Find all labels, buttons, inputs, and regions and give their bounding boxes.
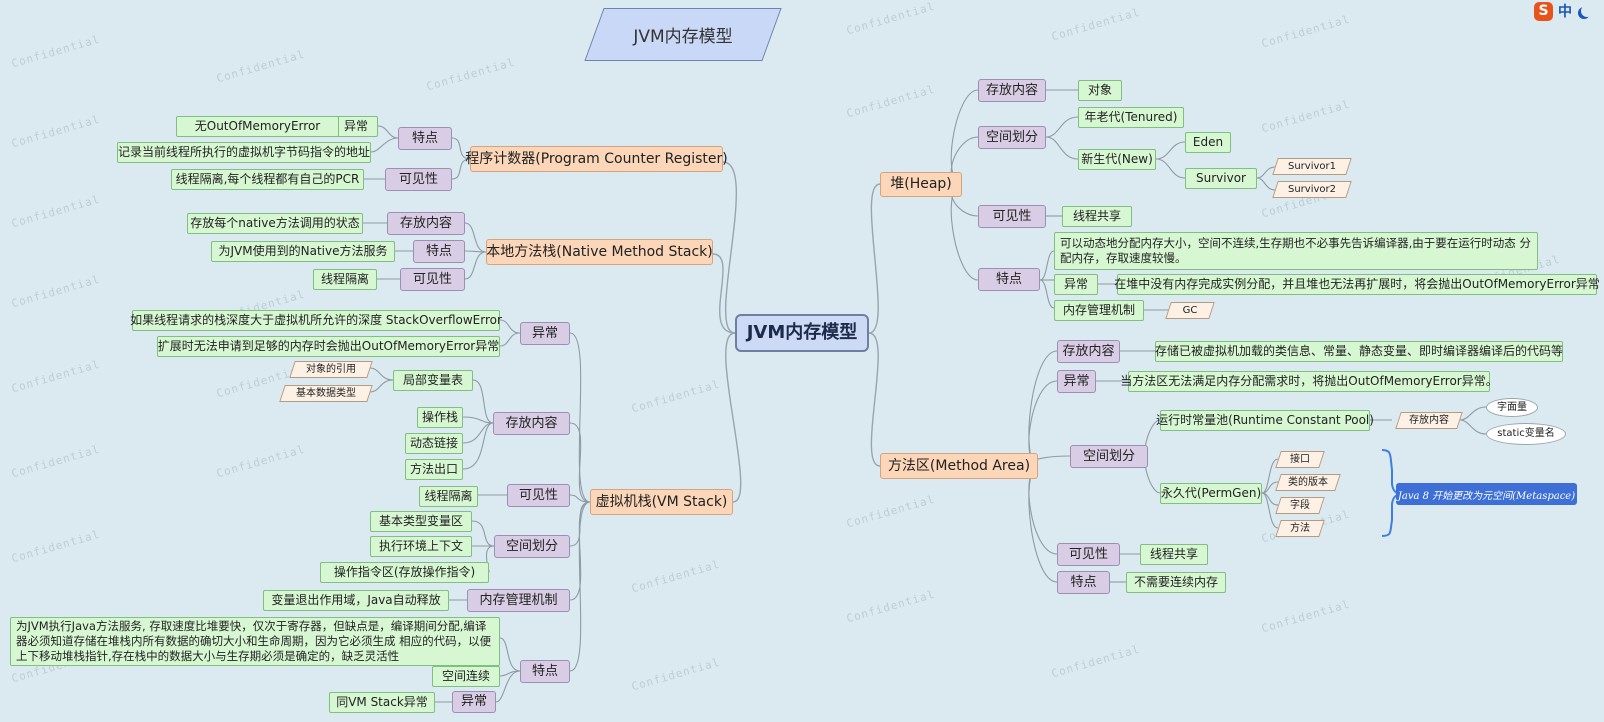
vm-mem-mgmt-leaf[interactable]: 变量退出作用域，Java自动释放	[263, 590, 449, 611]
heap-space-node[interactable]: 空间划分	[978, 126, 1046, 149]
vm-exc-so-leaf[interactable]: 如果线程请求的栈深度大于虚拟机所允许的深度 StackOverflowError	[130, 310, 502, 331]
heap-storage-node[interactable]: 存放内容	[978, 79, 1046, 102]
native-visibility-leaf[interactable]: 线程隔离	[313, 269, 377, 290]
heap-survivor1-leaf[interactable]: Survivor1	[1275, 158, 1349, 175]
heap-survivor2-leaf[interactable]: Survivor2	[1275, 181, 1349, 198]
heap-node[interactable]: 堆(Heap)	[880, 172, 962, 197]
ma-permgen-node[interactable]: 永久代(PermGen)	[1160, 483, 1262, 504]
vm-basic-types-text: 基本数据类型	[296, 387, 356, 399]
ma-interface-leaf[interactable]: 接口	[1278, 451, 1322, 468]
ma-method-leaf[interactable]: 方法	[1278, 520, 1322, 537]
pcr-visibility-node[interactable]: 可见性	[385, 168, 452, 191]
ma-storage-node[interactable]: 存放内容	[1057, 340, 1120, 363]
native-feature-leaf[interactable]: 为JVM使用到的Native方法服务	[211, 241, 395, 262]
vm-visibility-leaf[interactable]: 线程隔离	[419, 486, 478, 507]
ma-feature-node[interactable]: 特点	[1057, 571, 1110, 594]
heap-eden-leaf[interactable]: Eden	[1185, 132, 1231, 153]
ma-exception-node[interactable]: 异常	[1057, 370, 1096, 393]
heap-tenured-leaf[interactable]: 年老代(Tenured)	[1078, 107, 1184, 128]
ma-class-version-text: 类的版本	[1288, 476, 1328, 488]
vm-feature-node[interactable]: 特点	[520, 660, 570, 683]
heap-exception-leaf[interactable]: 在堆中没有内存完成实例分配，并且堆也无法再扩展时，将会抛出OutOfMemory…	[1114, 274, 1600, 295]
pcr-record-leaf[interactable]: 记录当前线程所执行的虚拟机字节码指令的地址	[117, 142, 371, 163]
heap-gc-leaf[interactable]: GC	[1168, 302, 1212, 319]
pcr-feature-node[interactable]: 特点	[398, 127, 452, 150]
ma-field-leaf[interactable]: 字段	[1278, 497, 1322, 514]
heap-visibility-node[interactable]: 可见性	[978, 205, 1046, 228]
vm-space-basic-leaf[interactable]: 基本类型变量区	[370, 511, 472, 532]
heap-mem-mgmt-node[interactable]: 内存管理机制	[1054, 300, 1144, 321]
vm-mem-mgmt-node[interactable]: 内存管理机制	[467, 589, 570, 612]
ma-storage-leaf[interactable]: 存储已被虚拟机加载的类信息、常量、静态变量、即时编译器编译后的代码等	[1155, 341, 1563, 362]
heap-visibility-leaf[interactable]: 线程共享	[1062, 206, 1132, 227]
metaspace-note[interactable]: Java 8 开始更改为元空间(Metaspace)	[1396, 483, 1577, 505]
heap-gc-text: GC	[1182, 304, 1198, 316]
diagram-title: JVM内存模型	[594, 8, 772, 61]
native-storage-node[interactable]: 存放内容	[387, 212, 465, 235]
vm-storage-node[interactable]: 存放内容	[493, 412, 570, 435]
sogou-icon: S	[1534, 1, 1553, 21]
vm-local-vars-node[interactable]: 局部变量表	[393, 370, 473, 391]
vm-exc-oom-leaf[interactable]: 扩展时无法申请到足够的内存时会抛出OutOfMemoryError异常	[157, 336, 500, 357]
vm-visibility-node[interactable]: 可见性	[507, 484, 570, 507]
ma-space-node[interactable]: 空间划分	[1070, 445, 1148, 468]
root-node[interactable]: JVM内存模型	[735, 314, 869, 352]
ma-pool-storage-text: 存放内容	[1409, 414, 1449, 426]
vm-operand-stack-leaf[interactable]: 操作栈	[417, 407, 463, 428]
pcr-isolation-leaf[interactable]: 线程隔离,每个线程都有自己的PCR	[171, 169, 364, 190]
ime-indicator[interactable]: S 中	[1534, 0, 1604, 22]
vm-dynamic-link-leaf[interactable]: 动态链接	[405, 433, 463, 454]
ma-class-version-leaf[interactable]: 类的版本	[1278, 474, 1338, 491]
ma-method-text: 方法	[1290, 522, 1310, 534]
native-feature-node[interactable]: 特点	[413, 240, 465, 263]
heap-survivor2-text: Survivor2	[1287, 183, 1336, 195]
native-storage-leaf[interactable]: 存放每个native方法调用的状态	[187, 213, 363, 234]
method-area-node[interactable]: 方法区(Method Area)	[880, 453, 1038, 479]
vm-stack-node[interactable]: 虚拟机栈(VM Stack)	[590, 489, 733, 515]
pcr-no-oom-leaf[interactable]: 无OutOfMemoryError	[176, 116, 339, 137]
ma-interface-text: 接口	[1290, 453, 1310, 465]
vm-basic-types-leaf[interactable]: 基本数据类型	[282, 385, 370, 402]
native-visibility-node[interactable]: 可见性	[400, 268, 465, 291]
heap-storage-leaf[interactable]: 对象	[1078, 80, 1122, 101]
heap-survivor-node[interactable]: Survivor	[1185, 168, 1257, 189]
pcr-exception-node[interactable]: 异常	[334, 116, 378, 137]
moon-icon	[1581, 5, 1593, 17]
heap-young-node[interactable]: 新生代(New)	[1078, 149, 1156, 170]
ma-static-var-leaf[interactable]: static变量名	[1486, 423, 1566, 445]
heap-feature-desc-leaf[interactable]: 可以动态地分配内存大小，空间不连续,生存期也不必事先告诉编译器,由于要在运行时动…	[1054, 232, 1538, 270]
ma-field-text: 字段	[1290, 499, 1310, 511]
vm-exception2-leaf[interactable]: 同VM Stack异常	[329, 692, 435, 713]
native-stack-node[interactable]: 本地方法栈(Native Method Stack)	[486, 239, 713, 265]
ma-pool-storage-node[interactable]: 存放内容	[1398, 412, 1460, 429]
ma-exception-leaf[interactable]: 当方法区无法满足内存分配需求时，将抛出OutOfMemoryError异常。	[1120, 371, 1498, 392]
ma-runtime-pool-node[interactable]: 运行时常量池(Runtime Constant Pool)	[1156, 410, 1374, 431]
vm-space-op-leaf[interactable]: 操作指令区(存放操作指令)	[320, 562, 489, 583]
vm-feature-desc-leaf[interactable]: 为JVM执行Java方法服务, 存取速度比堆要快，仅次于寄存器，但缺点是，编译期…	[10, 617, 500, 666]
vm-space-ctx-leaf[interactable]: 执行环境上下文	[370, 536, 472, 557]
ma-literal-leaf[interactable]: 字面量	[1486, 398, 1538, 417]
heap-exception-node[interactable]: 异常	[1054, 274, 1098, 295]
vm-obj-ref-leaf[interactable]: 对象的引用	[292, 361, 370, 378]
vm-space-node[interactable]: 空间划分	[494, 535, 570, 558]
heap-feature-node[interactable]: 特点	[978, 268, 1040, 291]
vm-method-exit-leaf[interactable]: 方法出口	[405, 459, 463, 480]
diagram-title-text: JVM内存模型	[633, 27, 733, 47]
vm-obj-ref-text: 对象的引用	[306, 363, 356, 375]
vm-exception-node[interactable]: 异常	[520, 322, 570, 345]
vm-exception2-node[interactable]: 异常	[452, 691, 496, 713]
ime-language: 中	[1558, 4, 1572, 20]
ma-visibility-node[interactable]: 可见性	[1057, 543, 1120, 566]
heap-survivor1-text: Survivor1	[1287, 160, 1336, 172]
pcr-node[interactable]: 程序计数器(Program Counter Register)	[465, 146, 728, 172]
vm-contiguous-leaf[interactable]: 空间连续	[432, 666, 500, 687]
ma-visibility-leaf[interactable]: 线程共享	[1140, 544, 1208, 565]
ma-feature-leaf[interactable]: 不需要连续内存	[1126, 572, 1226, 593]
